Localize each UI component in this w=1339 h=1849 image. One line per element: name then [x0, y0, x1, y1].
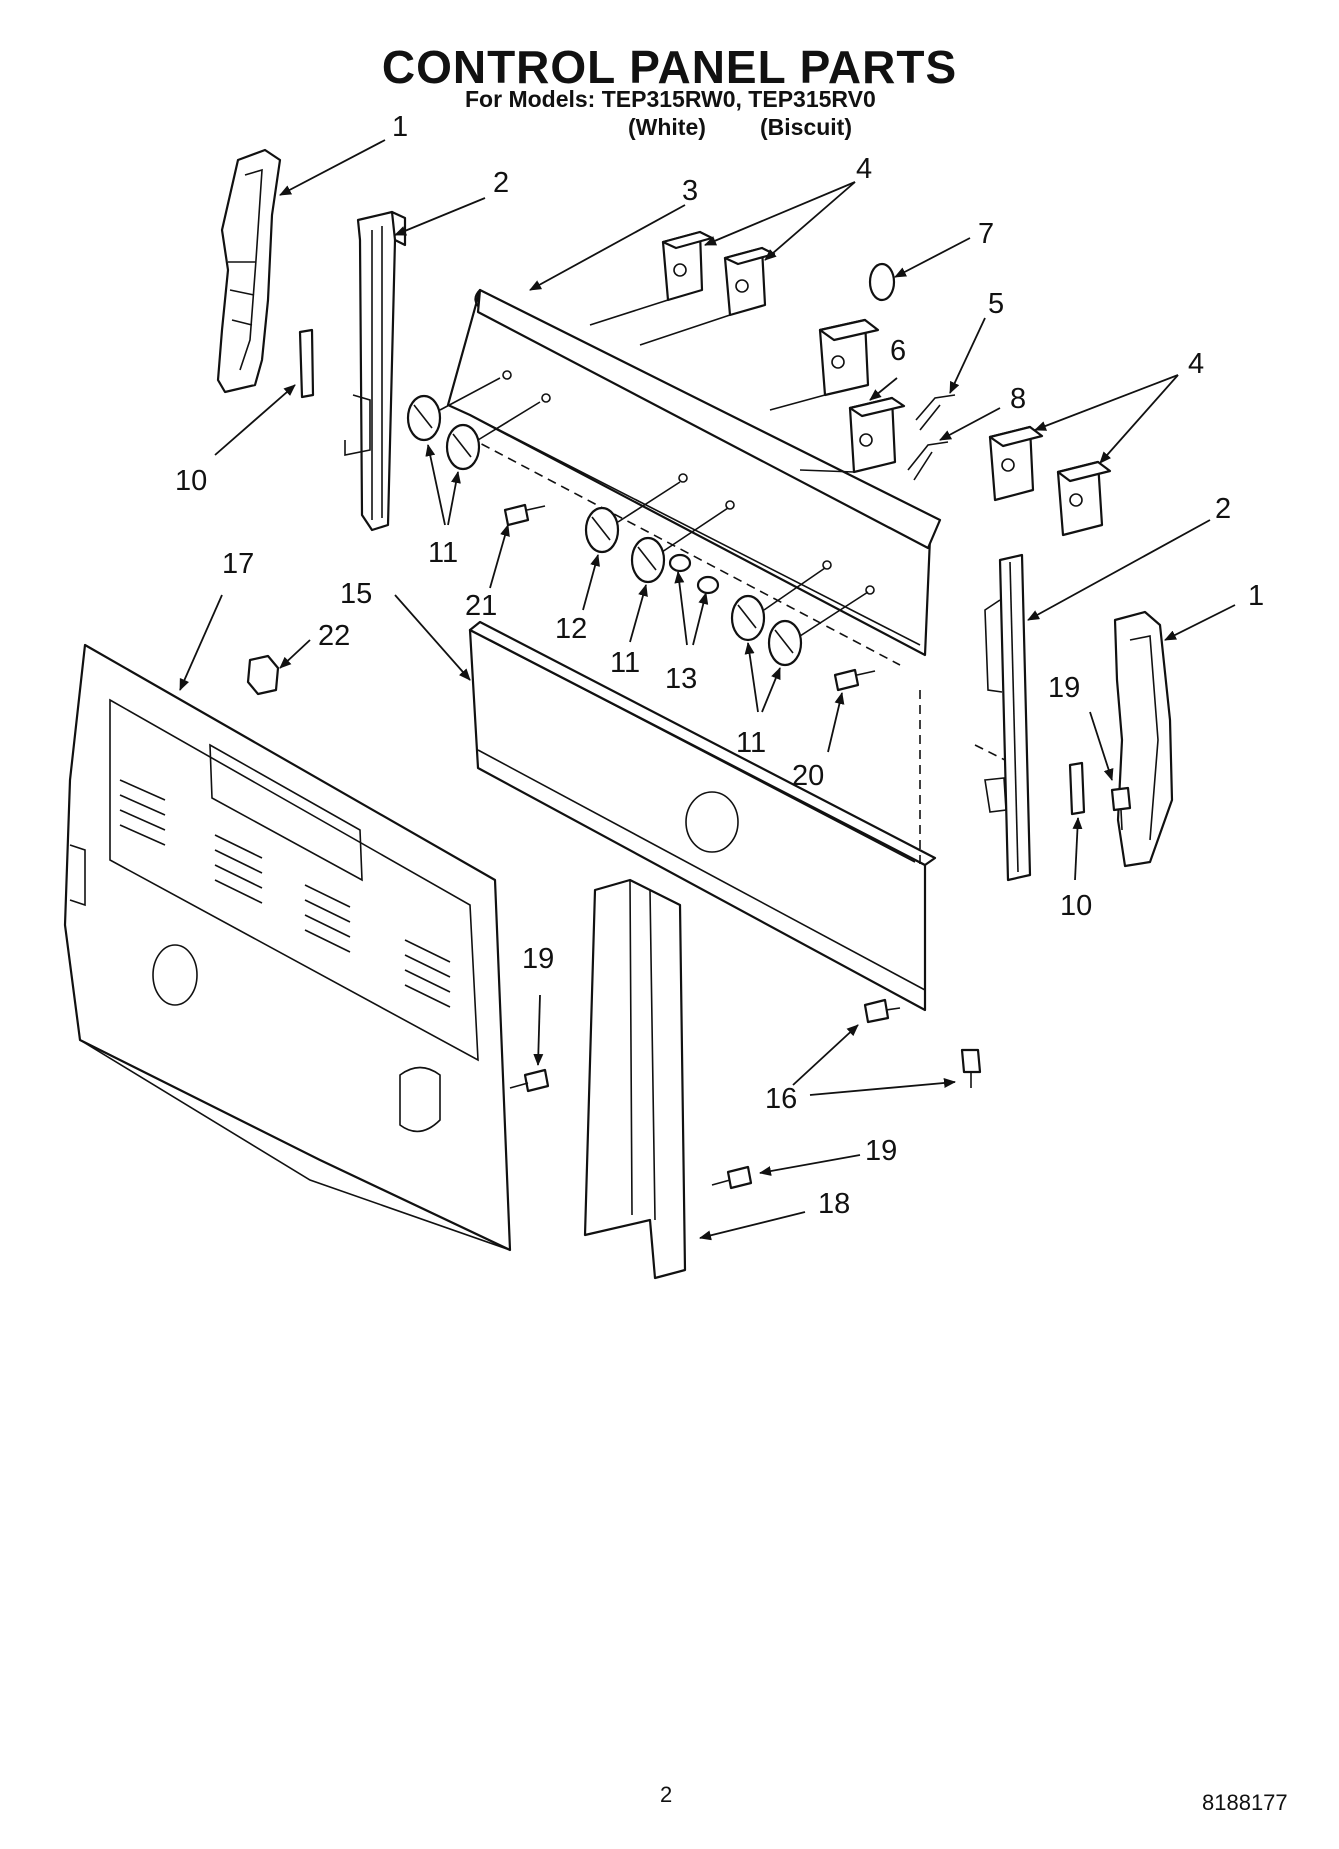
- screw-16-a: [863, 998, 901, 1024]
- control-knob-3: [584, 506, 620, 554]
- callout-10-right: 10: [1060, 890, 1092, 922]
- screw-21: [503, 503, 546, 527]
- switch-center-upper: [818, 318, 880, 397]
- callout-4-right: 4: [1188, 348, 1204, 380]
- callout-2-right: 2: [1215, 493, 1231, 525]
- models-line: For Models: TEP315RW0, TEP315RV0: [465, 86, 876, 112]
- screw-19-right: [1110, 786, 1132, 831]
- callout-19-bottom: 19: [865, 1135, 897, 1167]
- manifold-panel: [468, 620, 937, 1012]
- clip-right: [1068, 761, 1086, 816]
- control-knob-4: [630, 536, 666, 584]
- callout-6: 6: [890, 335, 906, 367]
- callout-5: 5: [988, 288, 1004, 320]
- callout-12: 12: [555, 613, 587, 645]
- callout-1-top-left: 1: [392, 111, 408, 143]
- infinite-switch-top-2: [723, 246, 776, 317]
- callout-11-left: 11: [428, 537, 458, 569]
- control-panel: [446, 288, 942, 666]
- screw-20: [833, 668, 876, 692]
- callout-20: 20: [792, 760, 824, 792]
- wire-lead-upper: [915, 394, 956, 431]
- callout-19-left: 19: [522, 943, 554, 975]
- wire-clip-22: [246, 654, 280, 696]
- clip-left: [298, 328, 315, 399]
- side-bracket-right: [974, 553, 1032, 882]
- wire-lead-lower: [907, 441, 949, 481]
- callout-11-right: 11: [736, 727, 766, 759]
- callout-1-right: 1: [1248, 580, 1264, 612]
- callout-4-top: 4: [856, 153, 872, 185]
- end-cap-left: [216, 148, 282, 394]
- callout-15: 15: [340, 578, 372, 610]
- indicator-light-2: [696, 575, 720, 595]
- callout-17: 17: [222, 548, 254, 580]
- callout-11-center: 11: [610, 647, 640, 679]
- mounting-ring: [868, 262, 896, 302]
- infinite-switch-top-1: [661, 230, 714, 302]
- rear-backguard-panel: [63, 643, 512, 1252]
- screw-19-bottom: [711, 1165, 753, 1190]
- callout-18: 18: [818, 1188, 850, 1220]
- page-number: 2: [660, 1782, 673, 1807]
- lower-bracket: [583, 878, 687, 1280]
- end-cap-right: [1113, 610, 1174, 868]
- indicator-light-1: [668, 553, 692, 573]
- callout-19-right: 19: [1048, 672, 1080, 704]
- leader-lines: [179, 139, 1236, 1241]
- control-knob-5: [730, 594, 766, 642]
- color-label-white: (White): [628, 114, 706, 140]
- side-bracket-left: [344, 210, 407, 532]
- switch-center-lower: [848, 396, 906, 474]
- screw-16-b: [960, 1048, 982, 1088]
- color-label-biscuit: (Biscuit): [760, 114, 852, 140]
- callout-22: 22: [318, 620, 350, 652]
- control-knob-1: [406, 394, 442, 442]
- screw-19-left: [509, 1068, 550, 1093]
- callout-8: 8: [1010, 383, 1026, 415]
- callout-10-left: 10: [175, 465, 207, 497]
- document-number: 8188177: [1202, 1790, 1288, 1815]
- control-knob-2: [445, 423, 481, 471]
- callout-7: 7: [978, 218, 994, 250]
- callout-13: 13: [665, 663, 697, 695]
- infinite-switch-right-1: [988, 425, 1044, 502]
- page-title: CONTROL PANEL PARTS: [381, 41, 958, 93]
- infinite-switch-right-2: [1056, 460, 1112, 537]
- callout-21: 21: [465, 590, 497, 622]
- callout-2-top-left: 2: [493, 167, 509, 199]
- callout-16: 16: [765, 1083, 797, 1115]
- control-knob-6: [767, 619, 803, 667]
- callout-3: 3: [682, 175, 698, 207]
